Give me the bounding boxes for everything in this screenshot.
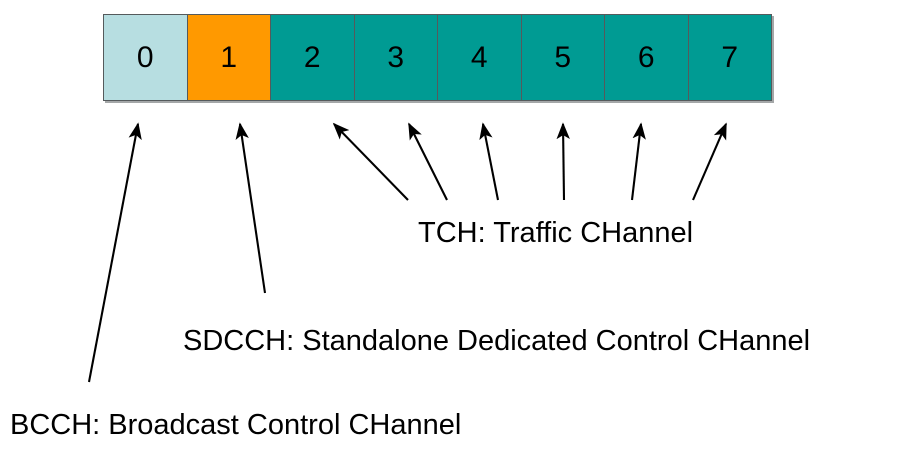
timeslot-label-3: 3 — [387, 40, 405, 74]
timeslot-strip: 0 1 2 3 4 5 6 7 — [103, 14, 772, 101]
timeslot-label-4: 4 — [470, 40, 488, 74]
legend-tch-label: TCH: Traffic CHannel — [418, 217, 694, 249]
tch-arrow-4 — [479, 122, 500, 201]
timeslot-label-6: 6 — [637, 40, 655, 74]
tch-arrow-5 — [556, 122, 570, 201]
tch-arrow-6 — [630, 122, 646, 201]
tch-arrow-3 — [408, 122, 448, 201]
timeslot-label-5: 5 — [554, 40, 572, 74]
tch-arrow-7 — [692, 122, 727, 201]
timeslot-cell-0[interactable]: 0 — [104, 15, 188, 100]
timeslot-cell-4[interactable]: 4 — [438, 15, 522, 100]
timeslot-cell-7[interactable]: 7 — [688, 15, 771, 100]
timeslot-cell-3[interactable]: 3 — [354, 15, 438, 100]
tch-arrow-2 — [332, 122, 409, 201]
legend-sdcch-label: SDCCH: Standalone Dedicated Control CHan… — [183, 325, 811, 357]
timeslot-cell-5[interactable]: 5 — [521, 15, 605, 100]
sdcch-arrow — [235, 122, 267, 294]
timeslot-cell-6[interactable]: 6 — [605, 15, 689, 100]
timeslot-label-7: 7 — [721, 40, 739, 74]
legend-bcch-label: BCCH: Broadcast Control CHannel — [10, 409, 462, 441]
timeslot-label-0: 0 — [136, 40, 154, 74]
bcch-arrow — [87, 122, 142, 383]
timeslot-label-1: 1 — [220, 40, 238, 74]
timeslot-cell-1[interactable]: 1 — [187, 15, 271, 100]
timeslot-cell-2[interactable]: 2 — [271, 15, 355, 100]
timeslot-label-2: 2 — [303, 40, 321, 74]
